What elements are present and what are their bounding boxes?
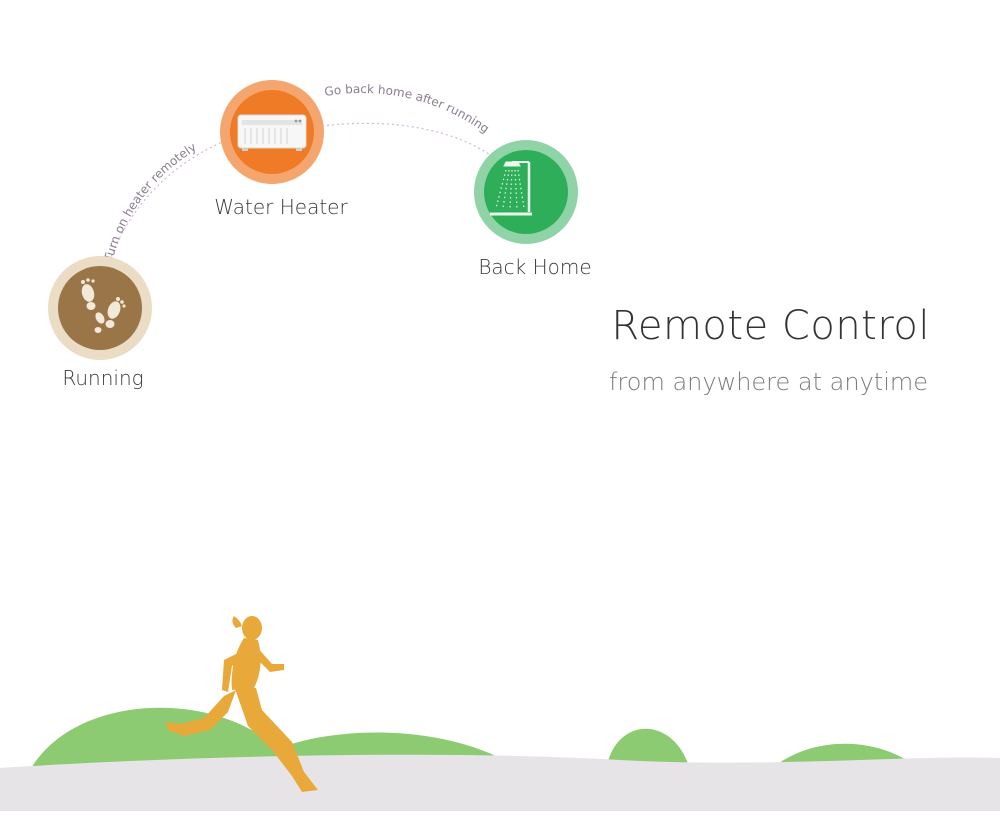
footprints-icon [81, 278, 126, 333]
back-home-label: Back Home [478, 255, 592, 279]
landscape [0, 707, 1000, 811]
headline-title: Remote Control [611, 303, 930, 349]
ground [0, 754, 1000, 811]
runner-icon [166, 616, 318, 792]
home-node [474, 140, 578, 244]
hill-small [606, 728, 690, 770]
heater-node [220, 80, 324, 184]
hill-left [30, 707, 300, 770]
running-node [48, 256, 152, 360]
water-heater-label: Water Heater [214, 195, 348, 219]
running-label: Running [62, 366, 144, 390]
headline-subtitle: from anywhere at anytime [608, 368, 928, 396]
path-caption-go-back-home: Go back home after running [323, 82, 491, 136]
shower-icon [490, 161, 532, 216]
path-caption-turn-on-heater: Turn on heater remotely [101, 140, 199, 264]
dotted-path-heater-home [321, 122, 493, 157]
heater-icon [237, 114, 307, 151]
